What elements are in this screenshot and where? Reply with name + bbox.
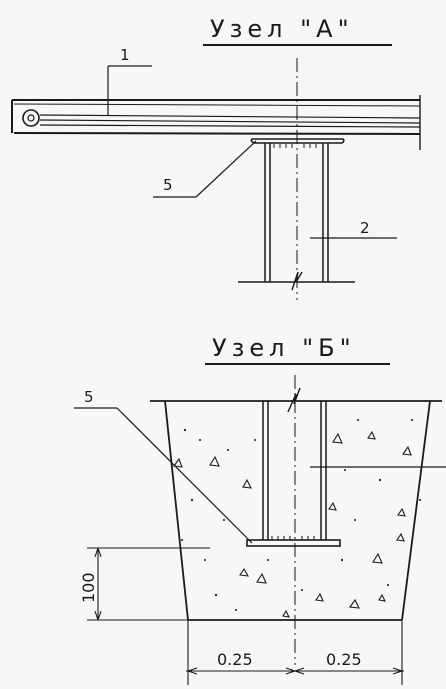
beam [11, 95, 421, 150]
detail-a: Узел "А" [11, 15, 421, 300]
dimension-width-right: 0.25 [326, 650, 362, 669]
top-plate [250, 138, 345, 144]
detail-b-title: Узел "Б" [212, 334, 356, 362]
concrete-aggregate [173, 419, 421, 618]
dimension-width-left: 0.25 [217, 650, 253, 669]
dimension-width [186, 620, 404, 685]
callout-2: 2 [360, 219, 370, 237]
concrete-foundation [150, 400, 442, 621]
column-a [238, 143, 355, 291]
detail-b: Узел "Б" [74, 334, 446, 685]
column-b [262, 387, 327, 540]
dimension-depth-label: 100 [79, 572, 98, 603]
callout-5-b: 5 [84, 388, 94, 406]
detail-a-title: Узел "А" [210, 15, 354, 43]
dimension-depth [87, 547, 210, 621]
callout-1: 1 [120, 46, 130, 64]
base-plate [246, 539, 341, 547]
callout-5-a: 5 [163, 176, 173, 194]
